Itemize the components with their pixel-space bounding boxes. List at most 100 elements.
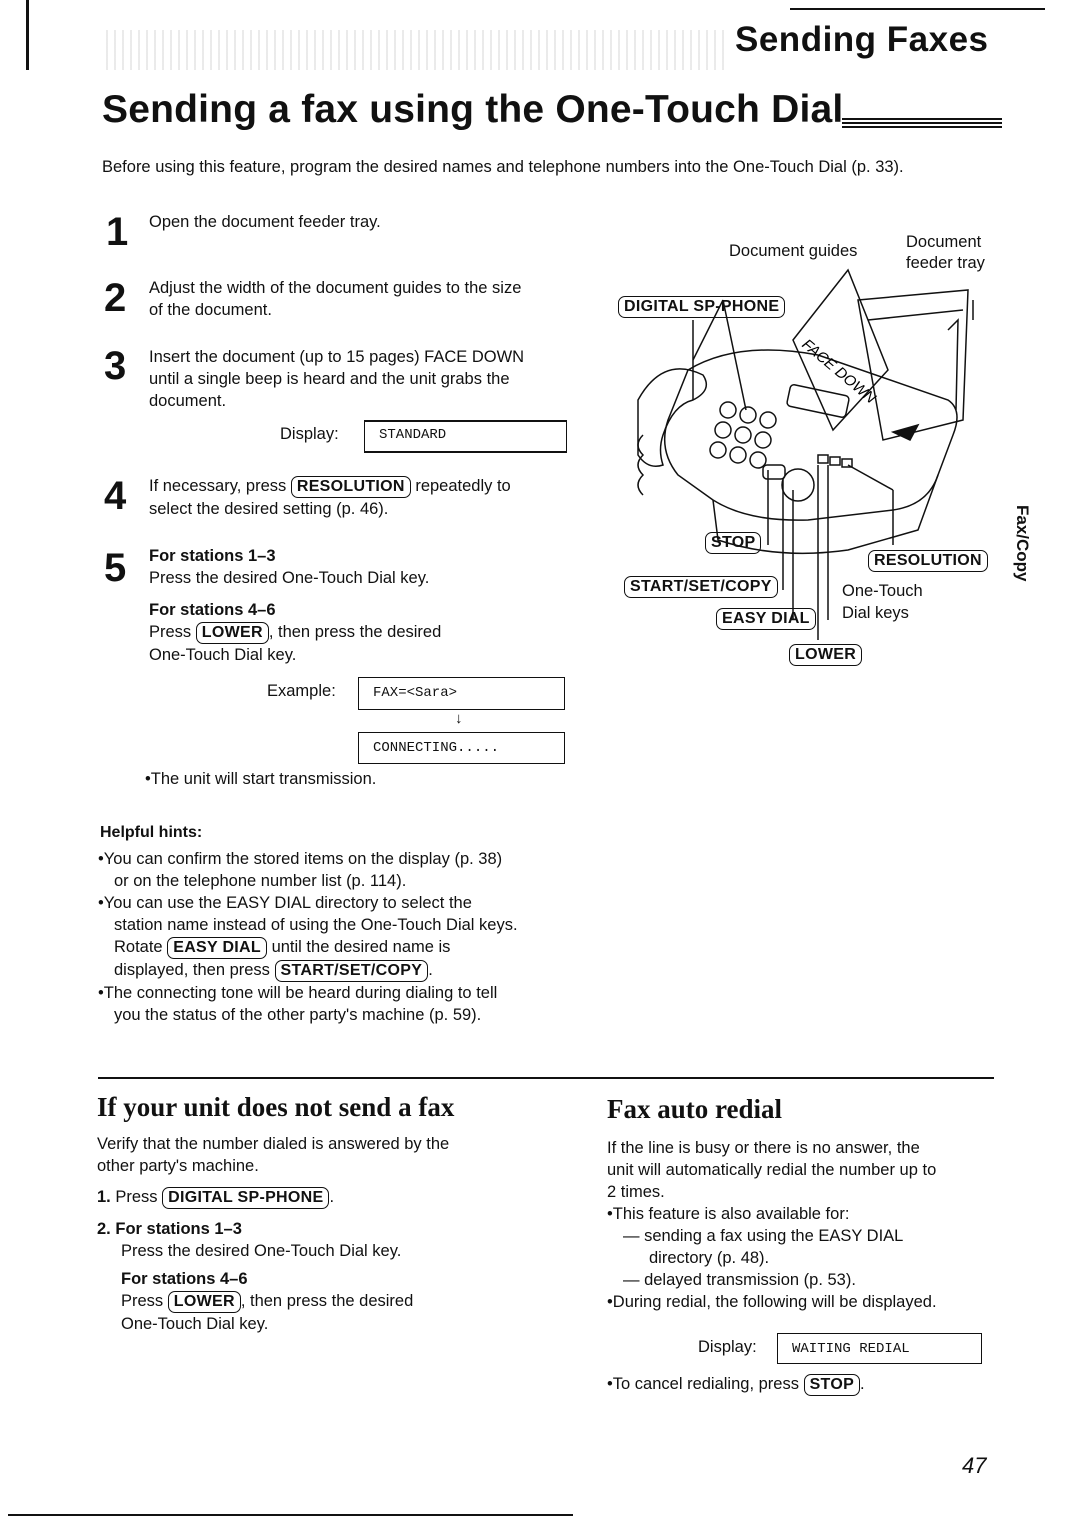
result-text: The unit will start transmission. [145,768,377,790]
cancel-line: To cancel redialing, press STOP. [607,1373,865,1396]
hint-line: Rotate EASY DIAL until the desired name … [98,936,578,959]
key-label: RESOLUTION [868,550,988,572]
title-rule-3 [842,126,1002,128]
text-span: , then press the desired [240,1292,414,1310]
text-span: . [860,1375,865,1393]
hint-line: station name instead of using the One-To… [114,916,518,934]
label-document-guides: Document guides [729,242,858,260]
text-line: other party's machine. [97,1157,259,1175]
key-label: DIGITAL SP-PHONE [618,296,786,318]
hint-line: You can confirm the stored items on the … [98,848,578,870]
example-label: Example: [267,682,336,700]
step-text: For stations 1–3 Press the desired One-T… [149,545,441,666]
header-band [100,30,730,70]
footer-rule [8,1514,573,1516]
hints-list: You can confirm the stored items on the … [98,848,578,1026]
section-title: Fax auto redial [607,1094,782,1124]
text-span: displayed, then press [114,961,270,979]
display-label: Display: [698,1338,757,1356]
text-line: Press LOWER, then press the desired [97,1290,567,1313]
text-span: Press [115,1188,158,1206]
step-line: repeatedly to [415,477,511,495]
figure-key-digital-sp-phone: DIGITAL SP-PHONE [618,296,786,318]
label-line: Dial keys [842,604,909,622]
subheading: For stations 1–3 [115,1220,242,1238]
text-span: Rotate [114,938,163,956]
page-number: 47 [962,1453,987,1478]
step-line: of the document. [149,301,272,319]
key-label: STOP [705,532,762,554]
text-span: To cancel redialing, press [607,1375,799,1393]
lcd-bottom-line [364,451,567,453]
step-line: Press LOWER, then press the desired [149,621,441,644]
subheading: For stations 4–6 [149,601,276,619]
text-span: Press [149,623,192,641]
digital-sp-phone-key: DIGITAL SP-PHONE [162,1187,330,1209]
list-item: 1. Press DIGITAL SP-PHONE. [97,1186,567,1209]
label-line: feeder tray [906,254,985,272]
list-number: 2. [97,1220,111,1238]
text-line: If the line is busy or there is no answe… [607,1139,920,1157]
section-header: Sending Faxes [735,20,989,59]
lcd-display: FAX=<Sara> [358,677,565,710]
step-line: One-Touch Dial key. [149,646,297,664]
text-span: Press [121,1292,164,1310]
figure-key-stop: STOP [705,532,762,554]
subheading: For stations 4–6 [121,1270,248,1288]
text-line: 2 times. [607,1183,665,1201]
list-item: 2. For stations 1–3 [97,1218,567,1240]
text-line: — sending a fax using the EASY DIAL [623,1227,904,1245]
label-line: Document [906,233,982,251]
text-line: Verify that the number dialed is answere… [97,1135,450,1153]
text-line: During redial, the following will be dis… [607,1291,1007,1313]
hint-line: The connecting tone will be heard during… [98,982,578,1004]
text-line: directory (p. 48). [649,1249,770,1267]
label-feeder: Document feeder tray [906,232,985,274]
step-number: 4 [104,474,127,518]
start-set-copy-key: START/SET/COPY [274,960,429,982]
hints-title: Helpful hints: [100,824,203,841]
step-line: If necessary, press [149,477,287,495]
text-line: unit will automatically redial the numbe… [607,1161,937,1179]
section-title: If your unit does not send a fax [97,1092,455,1122]
step-line: until a single beep is heard and the uni… [149,370,510,388]
step-text: Adjust the width of the document guides … [149,277,521,321]
page-title: Sending a fax using the One-Touch Dial [102,88,844,131]
hint-line: You can use the EASY DIAL directory to s… [98,892,578,914]
intro-text: Before using this feature, program the d… [102,158,904,176]
key-label: LOWER [789,644,863,666]
label-one-touch: One-Touch Dial keys [842,580,923,624]
step-line: document. [149,392,227,410]
step-line: Insert the document (up to 15 pages) FAC… [149,348,525,366]
title-rule-2 [842,122,1002,124]
easy-dial-key: EASY DIAL [167,937,267,959]
subheading: For stations 1–3 [149,547,276,565]
step-text: If necessary, press RESOLUTION repeatedl… [149,475,511,520]
hint-line: you the status of the other party's mach… [114,1006,482,1024]
fax-machine-illustration: FACE DOWN [637,268,974,640]
step-line: Press the desired One-Touch Dial key. [149,569,430,587]
lower-key: LOWER [167,1291,241,1313]
resolution-key: RESOLUTION [290,476,411,498]
step-number: 3 [104,344,127,388]
down-arrow: ↓ [455,710,463,727]
text-span: . [428,961,433,979]
key-label: START/SET/COPY [624,576,778,598]
lcd-top-line [364,420,567,422]
step-text: Open the document feeder tray. [149,213,381,231]
title-rule-1 [842,118,1002,120]
text-line: This feature is also available for: [607,1203,1007,1225]
step-number: 2 [104,276,127,320]
step-line: Adjust the width of the document guides … [149,279,522,297]
label-line: One-Touch [842,582,923,600]
step-line: select the desired setting (p. 46). [149,500,389,518]
redial-body: If the line is busy or there is no answe… [607,1137,1007,1313]
step-number: 1 [106,210,129,254]
figure-key-easy-dial: EASY DIAL [716,608,816,630]
stop-key: STOP [803,1374,861,1396]
side-tab: Fax/Copy [1013,505,1032,582]
lcd-display: CONNECTING..... [358,732,565,764]
text-line: — delayed transmission (p. 53). [623,1271,856,1289]
key-label: EASY DIAL [716,608,816,630]
lcd-display: STANDARD [364,420,567,452]
